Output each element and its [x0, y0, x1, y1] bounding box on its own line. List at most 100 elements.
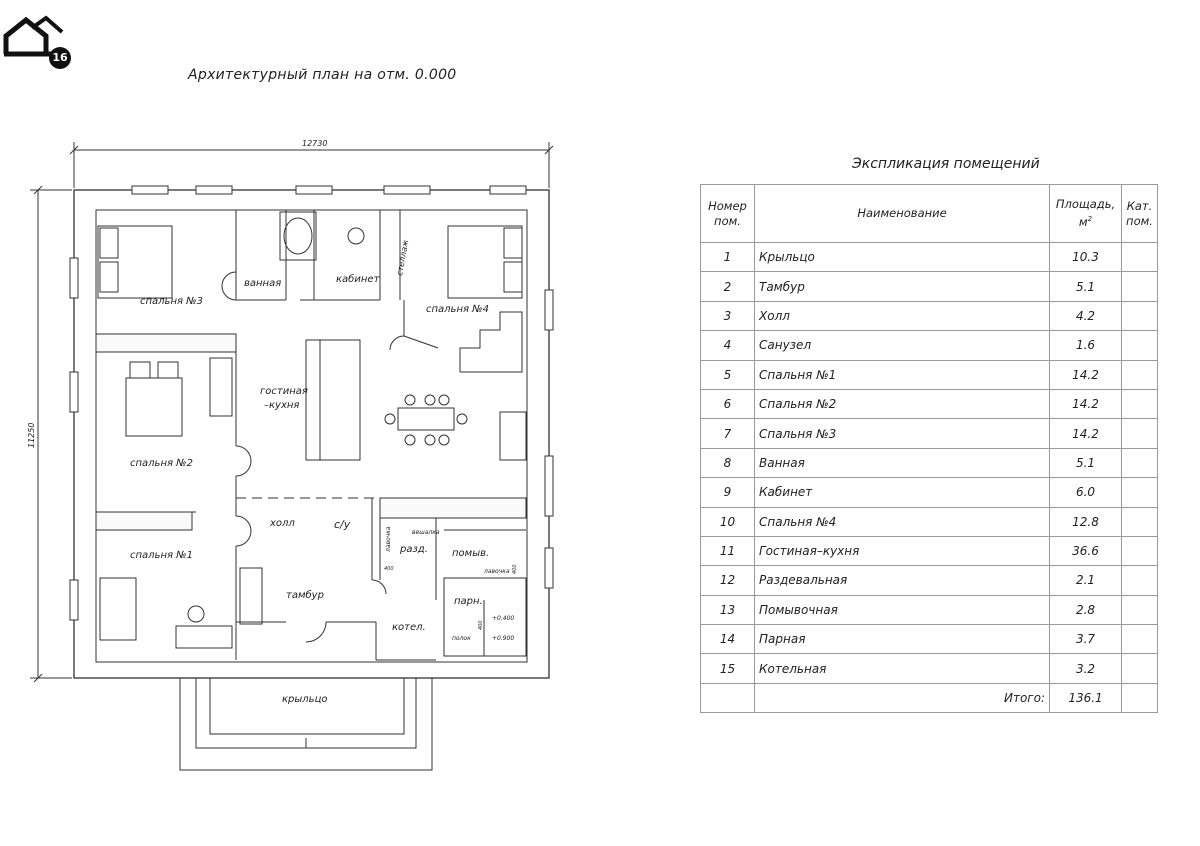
header-num: Номер пом.	[700, 184, 755, 243]
cell-cat	[1121, 653, 1158, 684]
cell-area: 3.2	[1049, 653, 1122, 684]
label-living2: –кухня	[264, 400, 299, 411]
header-name: Наименование	[754, 184, 1050, 243]
cell-area: 5.1	[1049, 271, 1122, 302]
label-steam: парн.	[454, 596, 483, 607]
cell-area: 6.0	[1049, 477, 1122, 508]
label-porch: крыльцо	[282, 694, 328, 705]
cell-cat	[1121, 447, 1158, 479]
label-bedroom1: спальня №1	[130, 550, 193, 561]
header-area: Площадь, м2	[1049, 184, 1122, 243]
label-lvl1: +0.400	[492, 615, 514, 622]
cell-cat	[1121, 300, 1158, 332]
cell-cat	[1121, 241, 1158, 273]
label-wc: с/у	[334, 518, 351, 531]
cell-cat	[1121, 565, 1158, 596]
cell-cat	[1121, 594, 1158, 626]
dim-width: 12730	[302, 139, 327, 148]
cell-name: Раздевальная	[754, 565, 1050, 596]
label-bedroom2: спальня №2	[130, 458, 193, 469]
cell-name: Котельная	[754, 653, 1050, 684]
header-cat: Кат. пом.	[1121, 184, 1158, 243]
cell-name: Спальня №3	[754, 418, 1050, 449]
cell-name: Помывочная	[754, 594, 1050, 626]
cell-num: 4	[700, 330, 755, 361]
label-lvl2: +0.900	[492, 635, 514, 642]
label-living1: гостиная	[260, 386, 308, 397]
label-dressing: разд.	[399, 544, 428, 555]
cell-cat	[1121, 418, 1158, 449]
cell-name: Крыльцо	[754, 241, 1050, 273]
label-washing: помыв.	[452, 548, 489, 559]
label-bench1: лавочка	[385, 526, 392, 553]
cell-name: Спальня №1	[754, 359, 1050, 390]
cell-cat	[1121, 271, 1158, 302]
explication-table: Номер пом. Наименование Площадь, м2 Кат.…	[700, 184, 1158, 714]
cell-name: Парная	[754, 624, 1050, 655]
cell-name: Санузел	[754, 330, 1050, 361]
label-bathroom: ванная	[244, 278, 281, 289]
cell-name: Тамбур	[754, 271, 1050, 302]
cell-cat	[1121, 359, 1158, 390]
cell-cat	[1121, 330, 1158, 361]
cell-num: 5	[700, 359, 755, 390]
cell-name: Ванная	[754, 447, 1050, 479]
dim-height: 11250	[27, 423, 36, 448]
label-hanger: вешалка	[412, 529, 440, 536]
cell-area: 5.1	[1049, 447, 1122, 479]
cell-num: 2	[700, 271, 755, 302]
cell-num: 13	[700, 594, 755, 626]
cell-area: 1.6	[1049, 330, 1122, 361]
label-lvl5: 400	[512, 564, 518, 574]
cell-num: 6	[700, 388, 755, 420]
cell-num: 11	[700, 535, 755, 567]
explication-title: Экспликация помещений	[852, 156, 1040, 172]
cell-num: 14	[700, 624, 755, 655]
cell-area: 2.1	[1049, 565, 1122, 596]
cell-num: 12	[700, 565, 755, 596]
cell-area: 4.2	[1049, 300, 1122, 332]
label-rack: стеллаж	[395, 238, 410, 276]
cell-area: 12.8	[1049, 506, 1122, 537]
cell-num: 3	[700, 300, 755, 332]
cell-num: 15	[700, 653, 755, 684]
label-bedroom4: спальня №4	[426, 304, 489, 315]
cell-cat	[1121, 535, 1158, 567]
cell-name: Холл	[754, 300, 1050, 332]
cell-area: 2.8	[1049, 594, 1122, 626]
cell-area: 14.2	[1049, 418, 1122, 449]
logo-badge: 16	[49, 47, 71, 69]
cell-area: 36.6	[1049, 535, 1122, 567]
total-label: Итого:	[754, 682, 1050, 714]
cell-cat	[1121, 624, 1158, 655]
cell-num: 8	[700, 447, 755, 479]
cell-name: Гостиная–кухня	[754, 535, 1050, 567]
cell-name: Кабинет	[754, 477, 1050, 508]
label-lvl3: 400	[384, 566, 394, 572]
cell-cat	[1121, 388, 1158, 420]
cell-num: 9	[700, 477, 755, 508]
cell-area: 10.3	[1049, 241, 1122, 273]
cell-num: 10	[700, 506, 755, 537]
label-hall: холл	[269, 518, 295, 529]
cell-area: 3.7	[1049, 624, 1122, 655]
label-bedroom3: спальня №3	[140, 296, 203, 307]
cell-num: 1	[700, 241, 755, 273]
label-boiler: котел.	[392, 622, 426, 633]
label-shelf: полок	[452, 635, 471, 642]
house-logo-icon: 16	[2, 14, 72, 69]
explication-total-row: Итого: 136.1	[700, 682, 1158, 714]
cell-area: 14.2	[1049, 359, 1122, 390]
